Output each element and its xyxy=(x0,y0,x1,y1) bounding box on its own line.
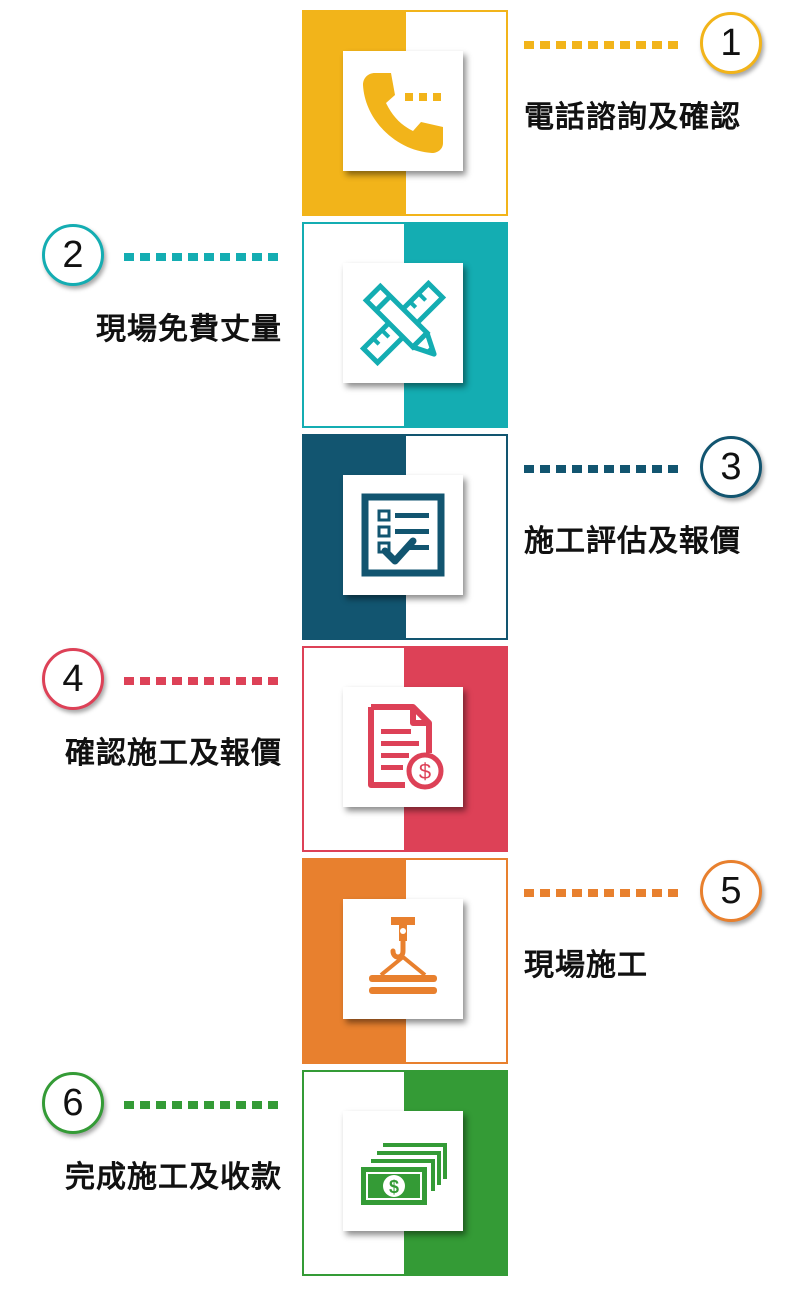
step-5-label: 現場施工 xyxy=(524,948,648,983)
step-4-card: $ xyxy=(343,687,463,807)
invoice-icon: $ xyxy=(368,704,444,790)
step-3-label: 施工評估及報價 xyxy=(524,524,741,559)
step-6-connector xyxy=(124,1101,284,1109)
ruler-pencil-icon xyxy=(359,279,447,367)
step-6-card: $ xyxy=(343,1111,463,1231)
step-3-number: 3 xyxy=(700,436,762,498)
step-1-tile xyxy=(302,10,508,216)
step-4: $ 4 確認施工及報價 xyxy=(0,646,800,852)
phone-icon xyxy=(363,73,443,153)
step-5-number: 5 xyxy=(700,860,762,922)
step-2-number: 2 xyxy=(42,224,104,286)
step-6-label: 完成施工及收款 xyxy=(65,1160,282,1195)
step-6: $ 6 完成施工及收款 xyxy=(0,1070,800,1276)
cash-icon: $ xyxy=(361,1143,447,1205)
step-1-connector xyxy=(524,41,684,49)
step-3: 3 施工評估及報價 xyxy=(0,434,800,640)
crane-hook-icon xyxy=(369,917,437,994)
step-2-card xyxy=(343,263,463,383)
step-2-tile xyxy=(302,222,508,428)
step-1-card xyxy=(343,51,463,171)
step-1: 1 電話諮詢及確認 xyxy=(0,10,800,216)
step-4-connector xyxy=(124,677,284,685)
step-5-tile xyxy=(302,858,508,1064)
dollar-sign: $ xyxy=(419,759,431,784)
step-5: 5 現場施工 xyxy=(0,858,800,1064)
step-5-card xyxy=(343,899,463,1019)
checklist-icon xyxy=(361,493,445,577)
step-1-number: 1 xyxy=(700,12,762,74)
step-3-tile xyxy=(302,434,508,640)
step-2-connector xyxy=(124,253,284,261)
dollar-sign: $ xyxy=(389,1177,399,1197)
step-6-tile: $ xyxy=(302,1070,508,1276)
step-4-label: 確認施工及報價 xyxy=(65,736,282,771)
step-3-card xyxy=(343,475,463,595)
step-2: 2 現場免費丈量 xyxy=(0,222,800,428)
step-5-connector xyxy=(524,889,684,897)
step-4-number: 4 xyxy=(42,648,104,710)
step-6-number: 6 xyxy=(42,1072,104,1134)
step-1-label: 電話諮詢及確認 xyxy=(524,100,741,135)
step-2-label: 現場免費丈量 xyxy=(96,312,282,347)
step-4-tile: $ xyxy=(302,646,508,852)
step-3-connector xyxy=(524,465,684,473)
